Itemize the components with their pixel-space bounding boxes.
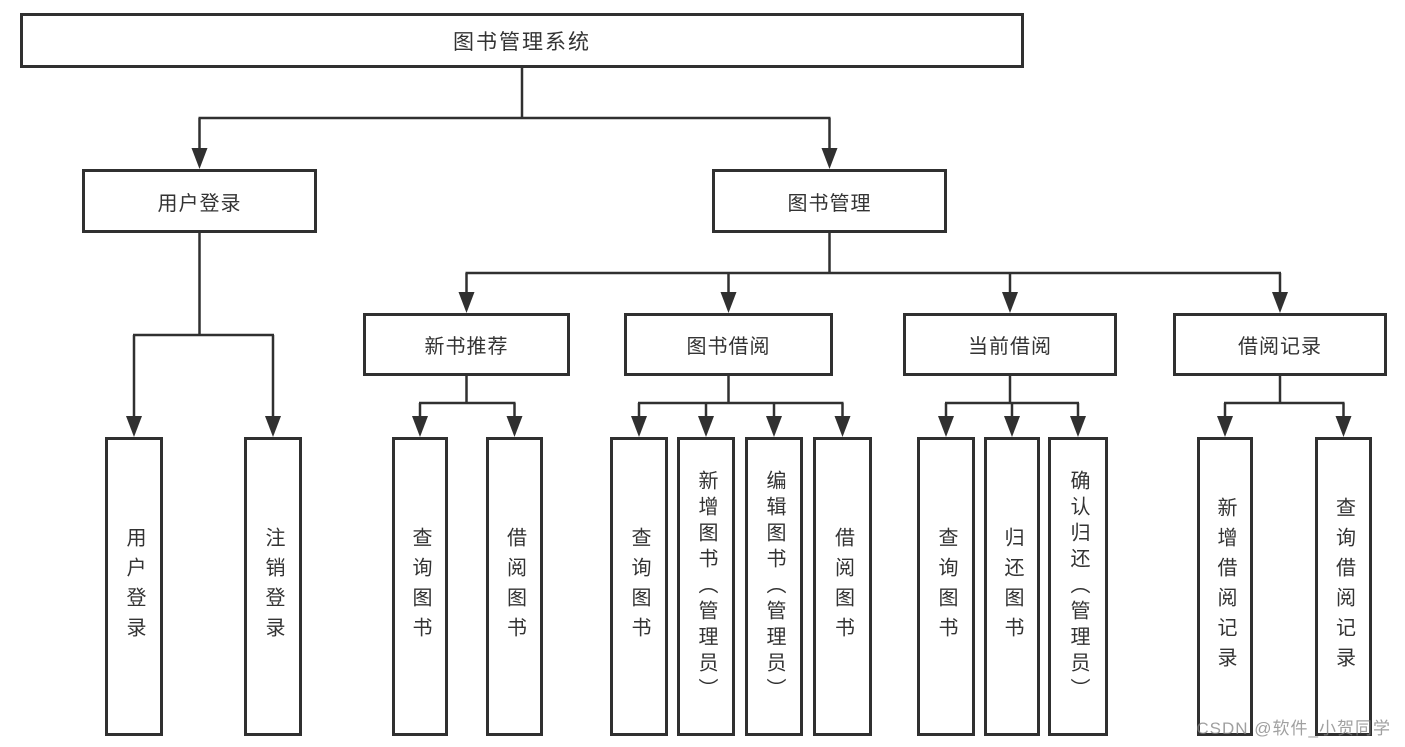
node-label: 图书管理系统 xyxy=(453,30,591,54)
node-label: 新增借阅记录 xyxy=(1214,496,1236,677)
node-system-root: 图书管理系统 xyxy=(20,13,1024,68)
node-label: 查询借阅记录 xyxy=(1332,496,1355,677)
edge-book-borrow-to-leaves xyxy=(631,376,851,437)
node-label: 图书管理 xyxy=(787,192,872,215)
leaf-query-books-recommend: 查询图书 xyxy=(392,437,448,736)
node-label: 借阅图书 xyxy=(831,526,854,647)
node-book-borrow: 图书借阅 xyxy=(624,313,833,376)
leaf-return-books: 归还图书 xyxy=(984,437,1040,736)
leaf-add-borrow-record: 新增借阅记录 xyxy=(1197,437,1253,736)
node-current-borrow: 当前借阅 xyxy=(903,313,1117,376)
node-label: 借阅图书 xyxy=(503,526,526,647)
leaf-user-login: 用户登录 xyxy=(105,437,163,736)
node-label: 查询图书 xyxy=(409,526,431,647)
leaf-logout: 注销登录 xyxy=(244,437,302,736)
edge-current-borrow-to-leaves xyxy=(938,376,1086,437)
leaf-query-borrow-record: 查询借阅记录 xyxy=(1315,437,1372,736)
leaf-confirm-return-admin: 确认归还（管理员） xyxy=(1048,437,1108,736)
edge-borrow-records-to-leaves xyxy=(1217,376,1352,437)
leaf-edit-books-admin: 编辑图书（管理员） xyxy=(745,437,803,736)
csdn-watermark: CSDN @软件_小贺同学 xyxy=(1196,719,1391,738)
leaf-borrow-books-recommend: 借阅图书 xyxy=(486,437,543,736)
node-new-book-recommend: 新书推荐 xyxy=(363,313,570,376)
leaf-query-books-current: 查询图书 xyxy=(917,437,975,736)
leaf-borrow-books: 借阅图书 xyxy=(813,437,872,736)
node-label: 用户登录 xyxy=(157,192,242,215)
leaf-add-books-admin: 新增图书（管理员） xyxy=(677,437,735,736)
edge-root-to-level2 xyxy=(191,68,838,169)
node-book-management: 图书管理 xyxy=(712,169,947,233)
node-label: 查询图书 xyxy=(935,526,957,647)
node-user-login: 用户登录 xyxy=(82,169,317,233)
node-label: 图书借阅 xyxy=(686,336,771,358)
node-label: 新增图书（管理员） xyxy=(695,469,717,704)
edge-book-mgmt-to-level3 xyxy=(458,233,1288,313)
node-label: 当前借阅 xyxy=(968,336,1052,358)
edge-new-book-rec-to-leaves xyxy=(412,376,523,437)
node-label: 确认归还（管理员） xyxy=(1067,469,1089,704)
node-label: 注销登录 xyxy=(262,526,284,647)
node-label: 查询图书 xyxy=(628,526,650,647)
edge-user-login-to-leaves xyxy=(126,233,281,437)
node-label: 用户登录 xyxy=(123,526,145,647)
node-label: 借阅记录 xyxy=(1238,336,1322,358)
node-label: 归还图书 xyxy=(1001,526,1023,647)
node-label: 新书推荐 xyxy=(424,336,509,358)
leaf-query-books-borrow: 查询图书 xyxy=(610,437,668,736)
node-borrow-records: 借阅记录 xyxy=(1173,313,1387,376)
node-label: 编辑图书（管理员） xyxy=(763,469,785,704)
